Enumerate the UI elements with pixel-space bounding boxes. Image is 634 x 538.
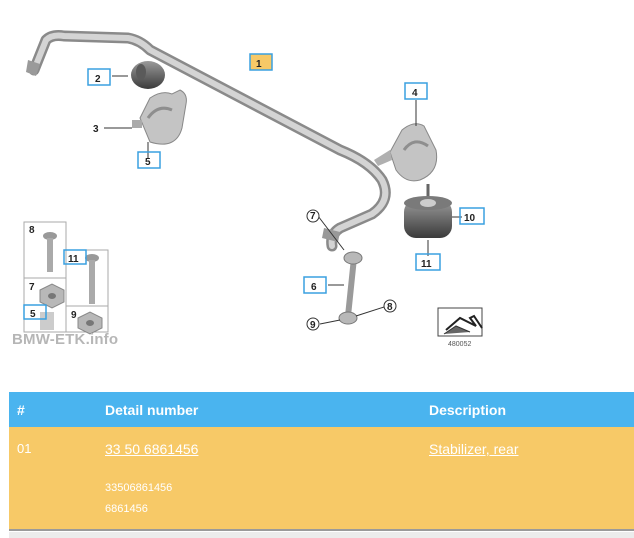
header-detail-number: Detail number bbox=[105, 402, 199, 418]
table-footer-strip bbox=[9, 532, 634, 538]
bushing-part-2 bbox=[112, 61, 165, 89]
callout-label: 3 bbox=[93, 124, 99, 135]
hardware-grid bbox=[23, 221, 109, 335]
callout-label: 9 bbox=[71, 310, 77, 321]
parts-diagram: 1 2 3 5 4 10 11 7 6 9 8 11 7 5 9 8 48005… bbox=[23, 30, 485, 348]
parts-table: # Detail number Description 01 33 50 686… bbox=[9, 392, 634, 531]
callout-label: 2 bbox=[95, 74, 101, 85]
bracket-part-4 bbox=[374, 100, 438, 182]
header-index: # bbox=[17, 402, 25, 418]
table-row[interactable]: 01 33 50 6861456 Stabilizer, rear 335068… bbox=[9, 427, 634, 531]
callout-box-11b[interactable] bbox=[63, 249, 87, 265]
callout-label: 8 bbox=[387, 302, 393, 313]
callout-box-6[interactable] bbox=[303, 276, 327, 294]
mount-part-10 bbox=[404, 184, 462, 256]
callout-label: 7 bbox=[310, 211, 316, 222]
watermark: BMW-ETK.info bbox=[12, 331, 119, 348]
callout-box-2[interactable] bbox=[87, 68, 111, 86]
header-description: Description bbox=[429, 402, 507, 418]
alt-number: 6861456 bbox=[105, 503, 148, 515]
row-index: 01 bbox=[17, 441, 32, 456]
callout-box-1[interactable] bbox=[249, 53, 273, 71]
callout-box-5b[interactable] bbox=[23, 304, 47, 320]
callout-label: 5 bbox=[145, 157, 151, 168]
callout-label: 6 bbox=[311, 282, 317, 293]
callout-box-10[interactable] bbox=[459, 207, 485, 225]
table-header: # Detail number Description bbox=[9, 392, 634, 427]
callout-label: 11 bbox=[68, 254, 79, 265]
drawing-icon bbox=[437, 307, 483, 337]
alt-number: 33506861456 bbox=[105, 482, 173, 494]
callout-label: 10 bbox=[464, 213, 476, 224]
callout-label: 7 bbox=[29, 282, 35, 293]
callout-box-11[interactable] bbox=[415, 253, 441, 271]
stabilizer-bar bbox=[26, 30, 391, 252]
description-link[interactable]: Stabilizer, rear bbox=[429, 441, 519, 457]
drawing-number: 480052 bbox=[448, 341, 471, 348]
callout-label: 5 bbox=[30, 309, 36, 320]
callout-label: 9 bbox=[310, 320, 316, 331]
callout-box-5[interactable] bbox=[137, 151, 161, 169]
callout-label: 11 bbox=[421, 259, 432, 270]
callout-label: 1 bbox=[256, 59, 262, 70]
link-rod-part-6 bbox=[306, 209, 397, 331]
callout-label: 8 bbox=[29, 225, 35, 236]
detail-number-link[interactable]: 33 50 6861456 bbox=[105, 441, 199, 457]
callout-box-4[interactable] bbox=[404, 82, 428, 100]
callout-label: 4 bbox=[412, 88, 418, 99]
bracket-part-3 bbox=[104, 89, 187, 158]
